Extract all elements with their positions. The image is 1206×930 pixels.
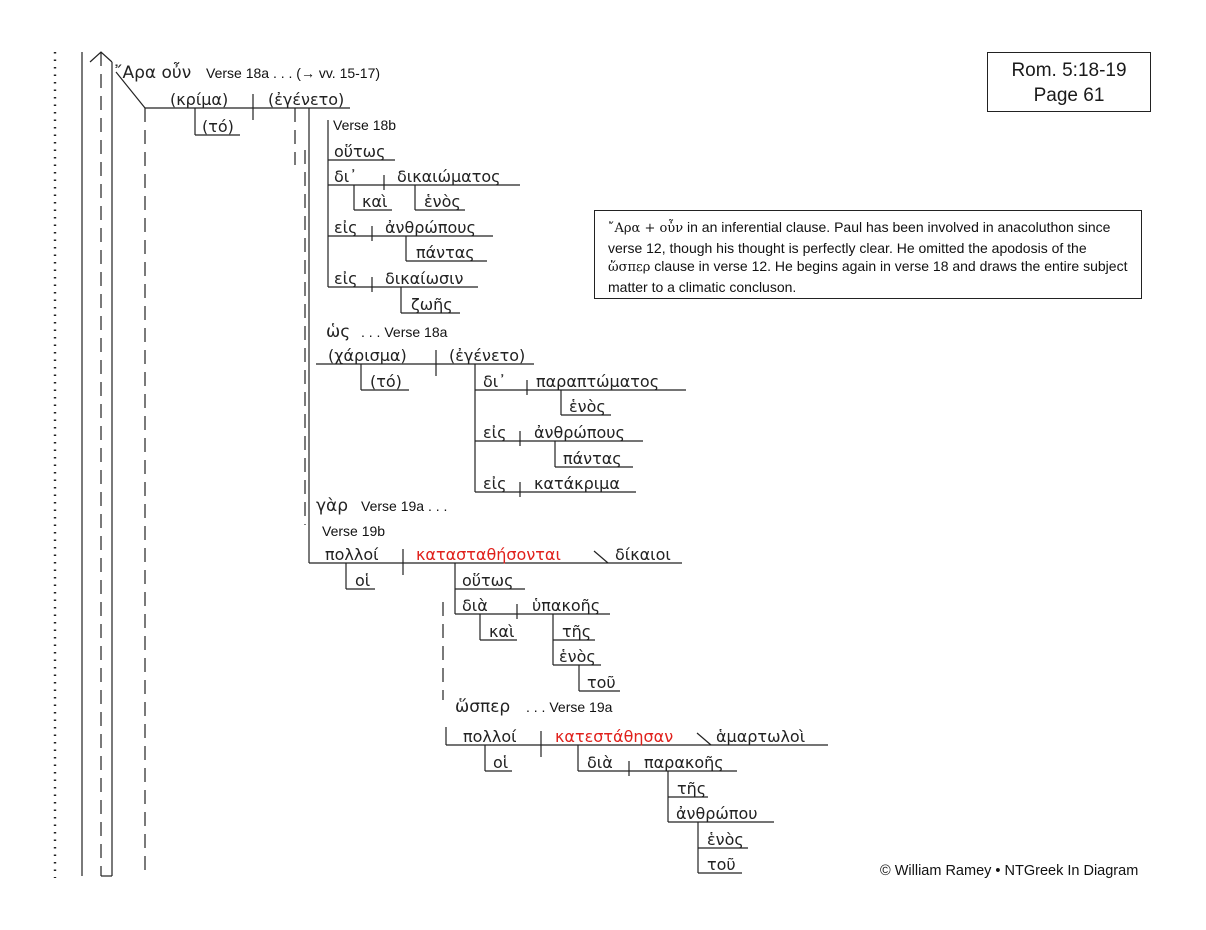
word-paraptomatos: παραπτώματος (536, 372, 659, 391)
word-anthropous-2: ἀνθρώπους (534, 423, 625, 442)
word-enos-3: ἑνὸς (559, 647, 596, 666)
page-number: Page 61 (1033, 85, 1105, 106)
header-ref: Verse 18a . . . (→ vv. 15-17) (206, 65, 380, 81)
word-di-1: δι᾽ (334, 167, 357, 186)
word-gar: γὰρ (316, 496, 348, 516)
word-zoes: ζωῆς (411, 295, 453, 314)
word-hos: ὡς (326, 322, 350, 342)
word-egeneto-1: (ἐγένετο) (268, 90, 344, 109)
word-hypakoes: ὑπακοῆς (532, 596, 600, 615)
ara-oun: ῎Αρα οὖν (114, 61, 191, 83)
predicate-slash (593, 550, 609, 564)
word-enos-1: ἑνὸς (424, 192, 461, 211)
copyright-text: © William Ramey • NTGreek In Diagram (880, 863, 1139, 879)
verse-19b-label: Verse 19b (322, 523, 385, 539)
word-krima: (κρίμα) (170, 90, 228, 109)
slant-link (115, 71, 146, 109)
word-kai-1: καὶ (362, 192, 387, 211)
word-eis-4: εἰς (483, 474, 506, 493)
grammar-note: ῎Αρα + οὖν in an inferential clause. Pau… (594, 210, 1142, 299)
word-anthropou: ἀνθρώπου (676, 804, 758, 823)
note-text-2: clause in verse 12. He begins again in v… (608, 258, 1128, 295)
word-katakrima: κατάκριμα (534, 474, 620, 493)
word-anthropous-1: ἀνθρώπους (385, 218, 476, 237)
word-tou-1: τοῦ (587, 673, 616, 692)
word-enos-4: ἑνὸς (707, 830, 744, 849)
word-hoi-2: οἱ (493, 753, 508, 772)
word-egeneto-2: (ἐγένετο) (449, 346, 525, 365)
word-dia-1: διὰ (462, 596, 488, 615)
word-enos-2: ἑνὸς (569, 397, 606, 416)
note-text-1: in an inferential clause. Paul has been … (608, 219, 1111, 256)
predicate-slash (696, 732, 712, 746)
reference-title: Rom. 5:18-19 (1011, 60, 1127, 81)
word-tou-2: τοῦ (707, 855, 736, 874)
word-kai-2: καὶ (489, 622, 514, 641)
word-parakoes: παρακοῆς (644, 753, 724, 772)
word-dia-2: διὰ (587, 753, 613, 772)
diagram-words: ῎Αρα οὖν Verse 18a . . . (→ vv. 15-17) (… (114, 61, 805, 874)
word-tes-1: τῆς (562, 622, 591, 641)
word-katastathesontai: κατασταθήσονται (416, 545, 561, 564)
word-polloi-1: πολλοί (325, 545, 379, 564)
note-greek-2: ὥσπερ (608, 260, 651, 275)
word-hamartoloi: ἁμαρτωλοὶ (716, 727, 805, 746)
word-to-1: (τό) (202, 117, 234, 136)
word-pantas-1: πάντας (416, 243, 475, 262)
word-polloi-2: πολλοί (463, 727, 517, 746)
hosper-ref: . . . Verse 19a (526, 699, 613, 715)
word-to-2: (τό) (370, 372, 402, 391)
gar-ref: Verse 19a . . . (361, 498, 447, 514)
word-eis-2: εἰς (334, 269, 357, 288)
word-tes-2: τῆς (677, 779, 706, 798)
word-hosper: ὥσπερ (455, 697, 510, 717)
word-houtos-2: οὕτως (462, 571, 513, 590)
word-katestathesan: κατεστάθησαν (555, 727, 673, 746)
word-dikaiomatos: δικαιώματος (397, 167, 501, 186)
word-hoi-1: οἱ (355, 571, 370, 590)
verse-18b-label: Verse 18b (333, 117, 396, 133)
word-charisma: (χάρισμα) (328, 346, 407, 365)
word-houtos-1: οὕτως (334, 142, 385, 161)
note-lead-greek: ῎Αρα + οὖν (608, 221, 684, 236)
word-dikaioi: δίκαιοι (615, 545, 671, 564)
hos-ref: . . . Verse 18a (361, 324, 448, 340)
word-di-2: δι᾽ (483, 372, 506, 391)
diagram-lines (53, 51, 828, 878)
word-eis-3: εἰς (483, 423, 506, 442)
word-eis-1: εἰς (334, 218, 357, 237)
word-pantas-2: πάντας (563, 449, 622, 468)
word-dikaiosin: δικαίωσιν (385, 269, 464, 288)
reference-box: Rom. 5:18-19 Page 61 (987, 52, 1151, 112)
